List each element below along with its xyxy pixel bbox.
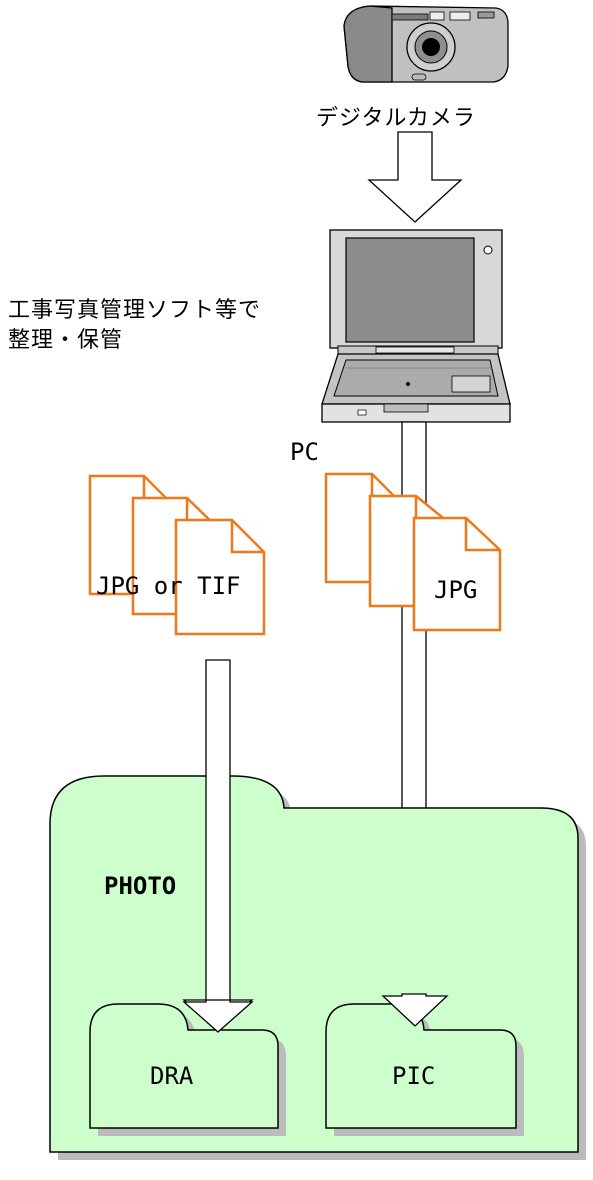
folder-icon: [89, 1003, 279, 1129]
document-icon: [174, 518, 266, 636]
pic-folder: [325, 1003, 524, 1136]
software-caption-line2: 整理・保管: [8, 328, 124, 353]
document-stack-right: [324, 472, 502, 632]
files-left-label: JPG or TIF: [96, 572, 241, 600]
photo-folder-label[interactable]: PHOTO: [104, 872, 177, 900]
laptop-pc-icon: [321, 229, 511, 423]
document-icon: [412, 516, 502, 632]
arrowhead-into-dra: [182, 999, 254, 1033]
digital-camera-icon: [343, 5, 509, 83]
dra-folder-label[interactable]: DRA: [150, 1062, 194, 1090]
flow-arrow-camera-to-pc: [367, 131, 463, 223]
files-right-label: JPG: [434, 576, 478, 604]
dra-folder: [89, 1003, 286, 1136]
arrowhead-into-pic: [381, 993, 449, 1027]
pic-folder-label[interactable]: PIC: [392, 1062, 436, 1090]
camera-label: デジタルカメラ: [316, 106, 476, 131]
document-stack-left: [88, 474, 266, 636]
pc-label: PC: [290, 438, 319, 466]
software-caption-line1: 工事写真管理ソフト等で: [8, 298, 262, 323]
